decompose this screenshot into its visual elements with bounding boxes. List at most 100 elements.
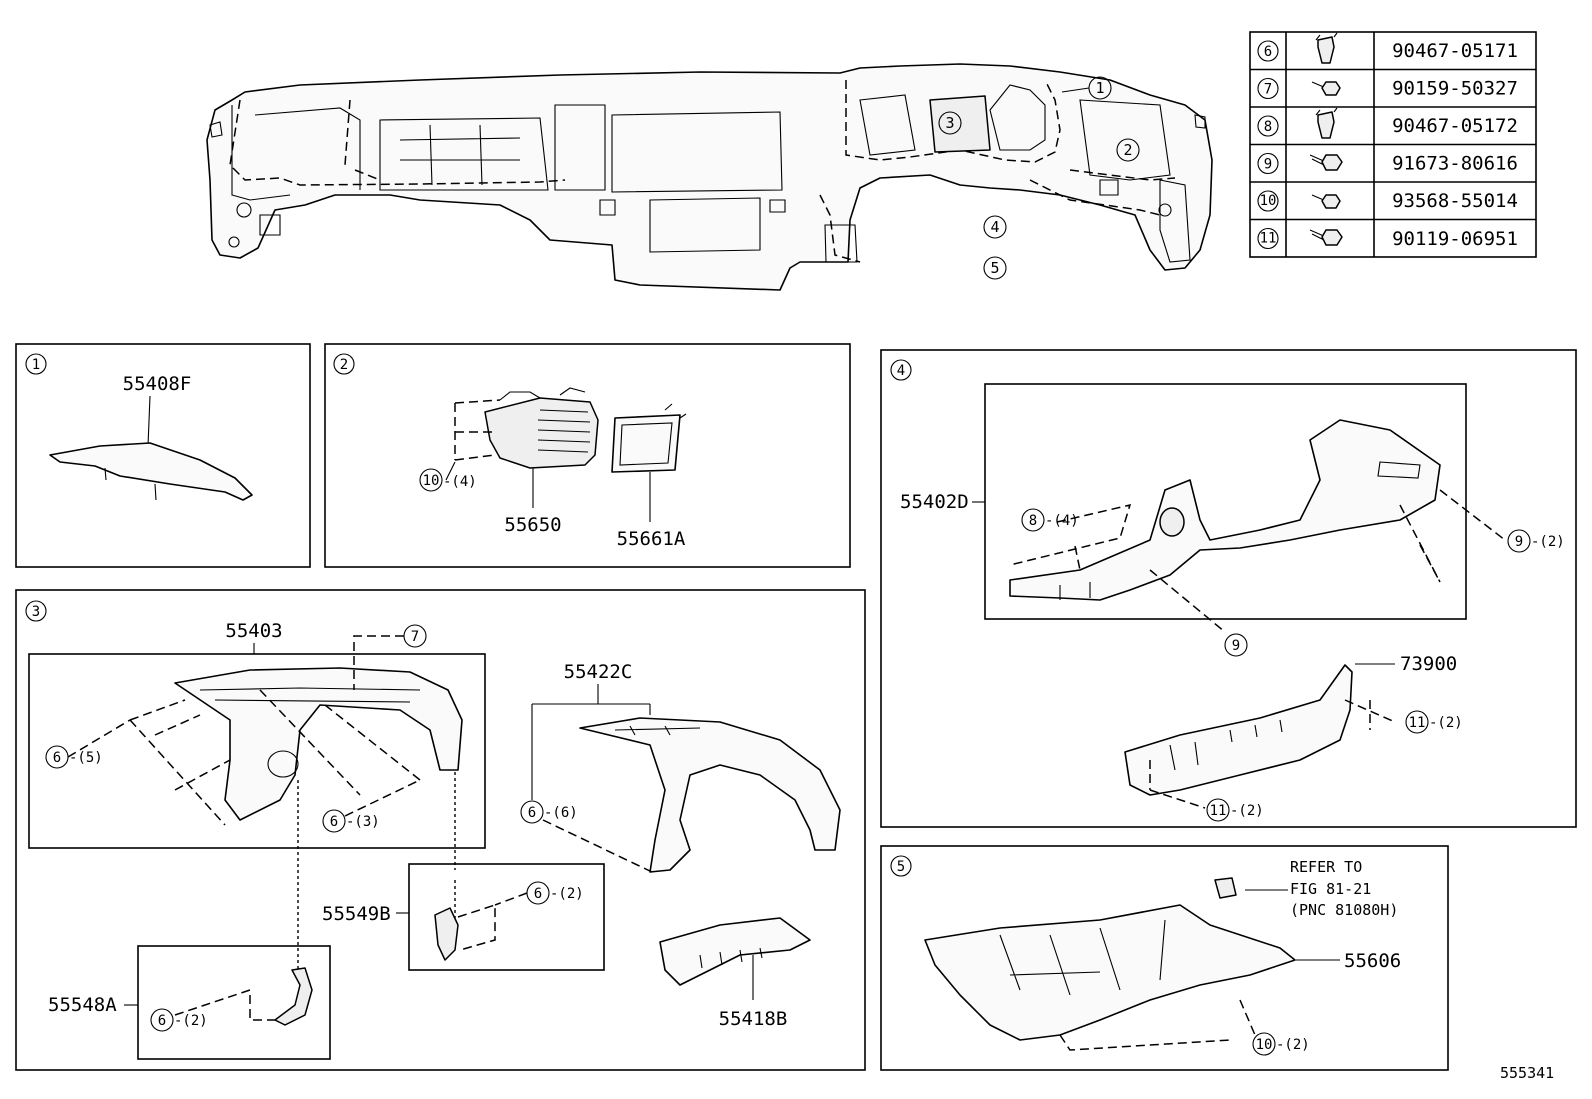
panel-1: 1 55408F [15,343,311,568]
figure-id: 555341 [1500,1064,1554,1082]
clip-icon [1315,107,1338,139]
label-text: 2 [1123,141,1132,159]
part-label-55650: 55650 [504,514,561,536]
label-text: 93568-55014 [1392,190,1518,212]
bolt-icon [1309,229,1343,246]
bolt-icon [1309,154,1343,171]
label-text: 6 [330,814,338,830]
label-text: 6 [158,1013,166,1029]
meter-hood-part [174,667,463,821]
label-text: -(2) [1230,803,1264,819]
label-text: 11 [1409,715,1426,731]
instrument-cover-part [579,717,841,873]
overview-callout-5: 5 [983,256,1007,280]
part-label-55403: 55403 [225,620,282,642]
screw-icon [1311,81,1341,96]
label-text: FIG 81-21 [1290,880,1371,898]
label-text: 4 [897,363,905,379]
connector-part [1214,877,1237,899]
vent-bezel-part [611,403,687,473]
label-text: -(2) [1429,715,1463,731]
label-text: 10 [423,473,440,489]
label-text: 7 [1264,82,1272,98]
overview-callout-3: 3 [938,111,962,135]
part-label-55549B: 55549B [322,903,391,925]
panel-4: 4 55402D 8 -(4) 9 -(2) 9 73900 11 -(2) [880,349,1577,828]
part-label-55422C: 55422C [564,661,633,683]
subassembly-box-55403 [28,653,486,849]
side-bezel-part [274,967,313,1026]
label-text: 2 [340,357,348,373]
overview-callout-4: 4 [983,215,1007,239]
overview-callout-2: 2 [1116,138,1140,162]
label-text: 90467-05172 [1392,115,1518,137]
knee-support-part [1124,664,1353,796]
screw-icon [1311,194,1341,209]
label-text: 5 [897,859,905,875]
label-text: -(3) [346,814,380,830]
label-text: 11 [1210,803,1227,819]
clip-icon [1315,32,1338,64]
label-text: 9 [1232,638,1240,654]
fastener-row: 10 93568-55014 [1257,190,1518,212]
under-cover-part [924,904,1296,1041]
label-text: 7 [411,629,419,645]
label-text: 9 [1515,534,1523,550]
label-text: -(2) [1276,1037,1310,1053]
part-label-55408F: 55408F [123,373,192,395]
part-label-55606: 55606 [1344,950,1401,972]
side-panel-part [49,442,253,501]
fastener-table [1249,31,1537,258]
label-text: -(2) [174,1013,208,1029]
label-text: 3 [32,604,40,620]
label-text: 4 [990,218,999,236]
label-text: 6 [528,805,536,821]
label-text: 1 [32,357,40,373]
label-text: 8 [1029,513,1037,529]
label-text: (PNC 81080H) [1290,901,1398,919]
subassembly-box-55549B [408,863,605,971]
label-text: 1 [1095,79,1104,97]
label-text: -(4) [443,474,477,490]
dashboard-overview-illustration [206,63,1213,291]
label-text: 90467-05171 [1392,40,1518,62]
label-text: 5 [990,259,999,277]
label-text: 90119-06951 [1392,228,1518,250]
part-label-73900: 73900 [1400,653,1457,675]
label-text: 11 [1260,231,1277,247]
garnish-strip-part [659,917,811,986]
label-text: 91673-80616 [1392,153,1518,175]
fastener-row: 8 90467-05172 [1257,107,1518,139]
part-label-55661A: 55661A [617,528,686,550]
label-text: 10 [1260,193,1277,209]
label-text: 8 [1264,119,1272,135]
part-label-55548A: 55548A [48,994,117,1016]
label-text: 6 [534,886,542,902]
overview-callout-1: 1 [1061,76,1112,100]
panel-2: 2 10 -(4) 55650 55661A [324,343,851,568]
label-text: -(4) [1045,513,1079,529]
label-text: 9 [1264,157,1272,173]
subassembly-box-55548A [137,945,331,1060]
panel-3: 3 55403 6 -(5) 6 -(3) 7 55422C [15,589,866,1071]
fastener-row: 6 90467-05171 [1257,32,1518,64]
label-text: 3 [945,114,954,132]
label-text: 6 [53,750,61,766]
label-text: 6 [1264,44,1272,60]
part-label-55418B: 55418B [719,1008,788,1030]
fastener-row: 11 90119-06951 [1257,227,1518,250]
label-text: -(2) [550,886,584,902]
fastener-row: 9 91673-80616 [1257,153,1518,175]
label-text: 90159-50327 [1392,78,1518,100]
refer-to-note: REFER TO [1290,858,1362,876]
panel-5: 5 REFER TO FIG 81-21 (PNC 81080H) 55606 … [880,845,1449,1071]
label-text: -(2) [1531,534,1565,550]
switch-bezel-part [434,907,459,961]
fastener-row: 7 90159-50327 [1257,78,1518,100]
label-text: 10 [1256,1037,1273,1053]
part-label-55402D: 55402D [900,491,969,513]
label-text: -(5) [69,750,103,766]
air-vent-part [484,387,599,469]
lower-panel-part [1009,419,1441,601]
label-text: -(6) [544,805,578,821]
